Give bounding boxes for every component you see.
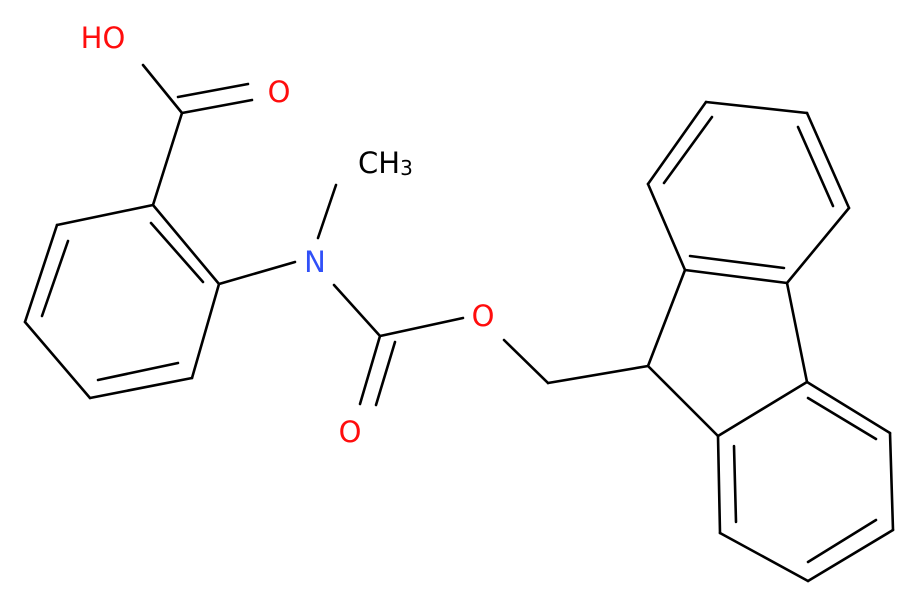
fluorenyl xyxy=(646,100,895,583)
bond xyxy=(502,338,550,385)
bond xyxy=(646,182,687,272)
bond xyxy=(683,268,789,285)
bond xyxy=(805,380,892,435)
bond xyxy=(688,254,786,270)
bond xyxy=(646,100,708,186)
bond xyxy=(806,518,878,564)
bond xyxy=(149,221,205,284)
bond xyxy=(374,340,397,407)
bond xyxy=(785,281,809,384)
nitrogen-label: N xyxy=(304,245,326,279)
bond xyxy=(96,361,180,382)
bond xyxy=(796,125,835,208)
bond xyxy=(151,111,184,207)
bond xyxy=(176,82,250,99)
bond xyxy=(190,282,221,380)
bond xyxy=(151,203,221,286)
acid-carbonyl-oxygen-label: O xyxy=(268,75,291,109)
bond xyxy=(141,63,184,115)
bond xyxy=(546,364,650,385)
bond xyxy=(378,316,465,338)
bond xyxy=(662,115,714,185)
carboxylic-acid: HO O xyxy=(81,21,291,207)
bond xyxy=(704,100,809,115)
bond xyxy=(716,434,722,535)
bond xyxy=(732,444,738,524)
carbamate-carbonyl-oxygen-label: O xyxy=(339,415,362,449)
bond xyxy=(888,431,895,532)
benzoic-ring xyxy=(23,203,221,400)
bond xyxy=(23,320,92,400)
methyl-subscript: 3 xyxy=(400,156,413,180)
bond xyxy=(806,528,895,583)
bond xyxy=(716,380,809,438)
hydroxyl-label: HO xyxy=(81,21,126,55)
bond xyxy=(718,531,810,583)
bond xyxy=(23,223,59,324)
bond xyxy=(40,239,70,318)
bond xyxy=(316,183,338,240)
bond xyxy=(332,283,382,338)
bond xyxy=(805,111,851,210)
bond xyxy=(217,260,297,286)
bond xyxy=(806,396,878,441)
bond xyxy=(358,334,382,406)
bond xyxy=(180,98,254,115)
methyl-c-text: CH xyxy=(358,146,400,180)
carbamate: N CH3 O O xyxy=(217,146,650,449)
bond xyxy=(646,364,720,438)
methyl-label: CH3 xyxy=(358,146,413,180)
ester-oxygen-label: O xyxy=(472,299,495,333)
bond xyxy=(646,268,687,368)
bond xyxy=(88,376,194,400)
bond xyxy=(55,203,155,227)
bond xyxy=(785,206,851,285)
